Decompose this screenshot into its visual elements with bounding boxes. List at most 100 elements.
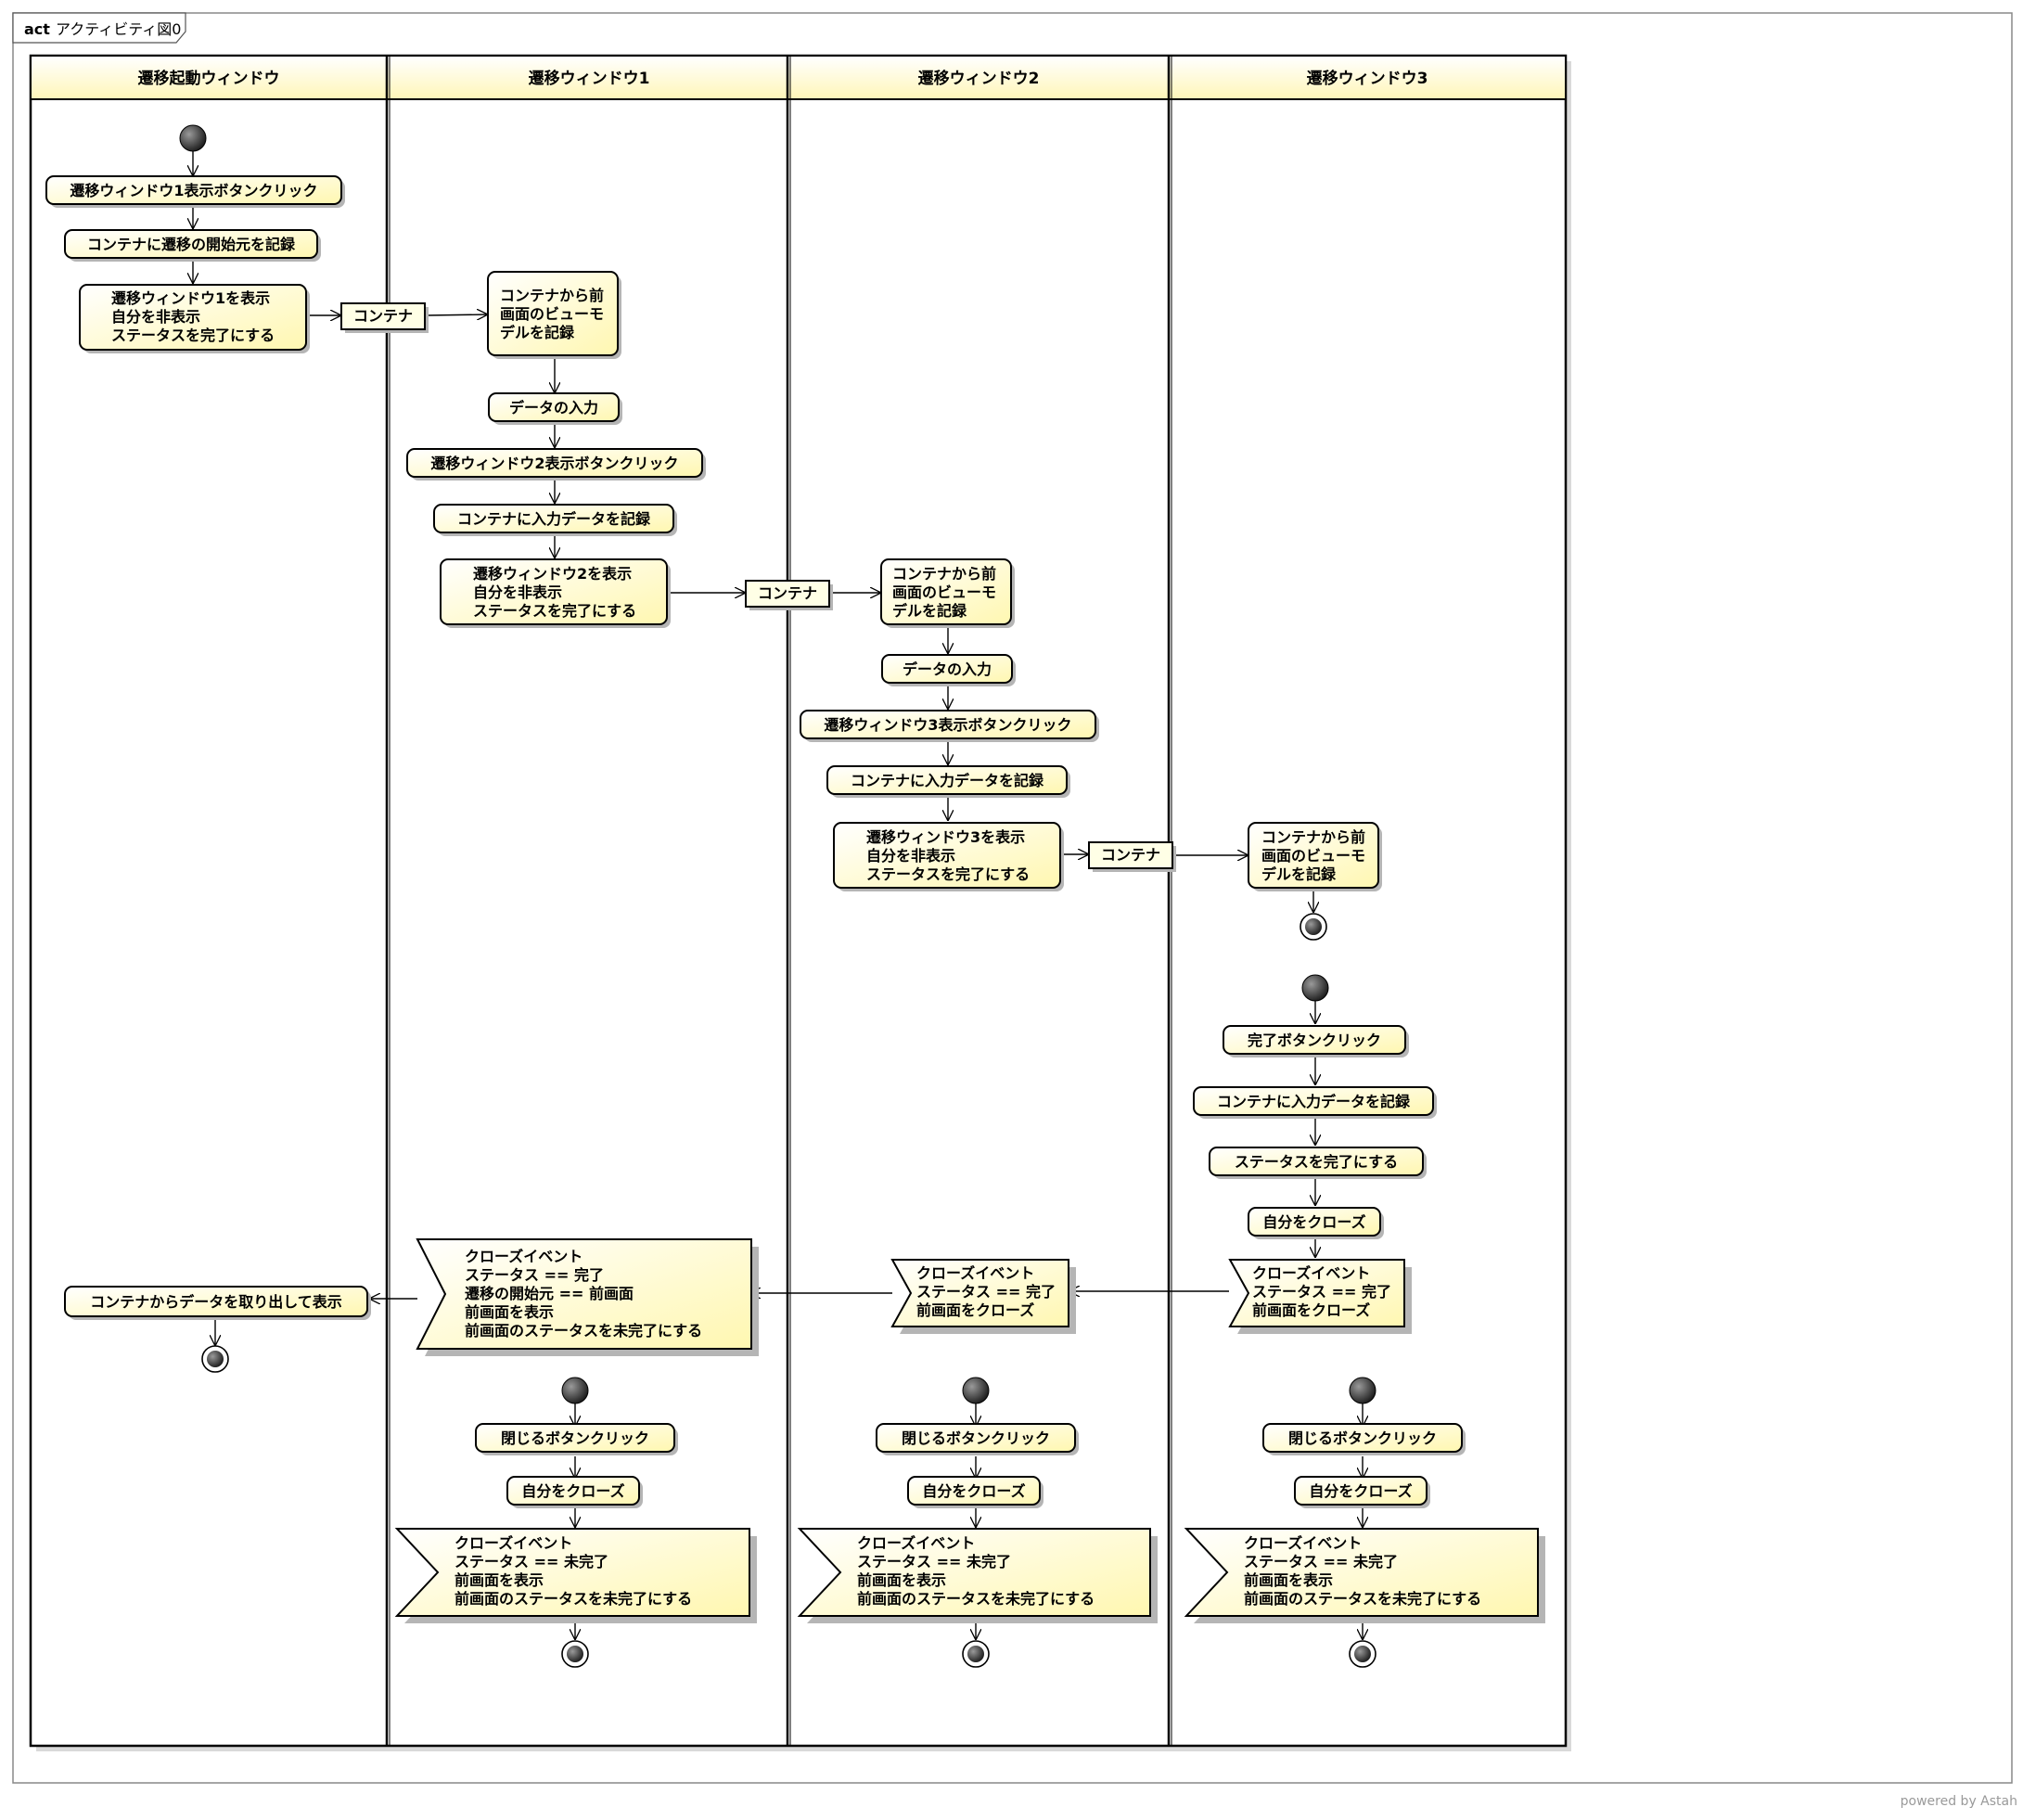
svg-text:画面のビューモ: 画面のビューモ — [500, 305, 604, 323]
frame-keyword: act — [24, 20, 50, 38]
object-nodes: コンテナ コンテナ コンテナ — [340, 302, 1176, 872]
svg-text:クローズイベント: クローズイベント — [455, 1534, 572, 1552]
signal-w1-accept-close: クローズイベント ステータス == 完了 遷移の開始元 == 前画面 前画面を表… — [416, 1238, 759, 1356]
lane-header-bg — [32, 57, 1565, 99]
svg-text:コンテナ: コンテナ — [1101, 846, 1160, 864]
action-w3-close-self-complete: 自分をクローズ — [1248, 1207, 1384, 1239]
svg-text:遷移ウィンドウ3を表示: 遷移ウィンドウ3を表示 — [866, 828, 1025, 846]
svg-text:コンテナ: コンテナ — [758, 584, 817, 602]
svg-text:コンテナから前: コンテナから前 — [1261, 828, 1365, 846]
object-container-1: コンテナ — [340, 302, 429, 333]
svg-text:画面のビューモ: 画面のビューモ — [1261, 847, 1365, 865]
action-w2-close-click: 閉じるボタンクリック — [876, 1423, 1079, 1455]
svg-text:クローズイベント: クローズイベント — [857, 1534, 975, 1552]
svg-text:ステータス == 完了: ステータス == 完了 — [465, 1266, 604, 1284]
signals: クローズイベント ステータス == 完了 前画面をクローズ クローズイベント ス… — [394, 1238, 1545, 1623]
final-node-window3-close — [1349, 1640, 1376, 1668]
action-w3-close-self: 自分をクローズ — [1294, 1476, 1430, 1508]
action-w1-show-window2: 遷移ウィンドウ2を表示 自分を非表示 ステータスを完了にする — [440, 558, 671, 628]
astah-credit: powered by Astah — [1900, 1794, 2017, 1809]
initial-node-window3-close — [1349, 1377, 1376, 1404]
final-node-window3-open — [1300, 913, 1327, 941]
signal-w3-close-event: クローズイベント ステータス == 完了 前画面をクローズ — [1228, 1259, 1412, 1334]
svg-text:クローズイベント: クローズイベント — [1252, 1264, 1370, 1282]
action-w3-done-click: 完了ボタンクリック — [1223, 1025, 1409, 1057]
svg-text:前画面のステータスを未完了にする: 前画面のステータスを未完了にする — [1244, 1590, 1481, 1608]
svg-text:前画面のステータスを未完了にする: 前画面のステータスを未完了にする — [857, 1590, 1095, 1608]
signal-w2-accept-close: クローズイベント ステータス == 完了 前画面をクローズ — [890, 1259, 1076, 1334]
lane-title-window3: 遷移ウィンドウ3 — [1307, 69, 1428, 88]
initial-node-launcher — [179, 124, 207, 152]
lane-title-window2: 遷移ウィンドウ2 — [918, 69, 1040, 88]
svg-text:ステータス == 完了: ステータス == 完了 — [916, 1283, 1056, 1301]
svg-text:デルを記録: デルを記録 — [1261, 865, 1337, 883]
action-record-origin: コンテナに遷移の開始元を記録 — [64, 229, 321, 262]
action-w3-close-click: 閉じるボタンクリック — [1262, 1423, 1466, 1455]
svg-text:遷移の開始元 == 前画面: 遷移の開始元 == 前画面 — [465, 1285, 634, 1302]
svg-text:コンテナ: コンテナ — [353, 307, 413, 325]
action-w1-show-window2-click: 遷移ウィンドウ2表示ボタンクリック — [406, 448, 706, 481]
svg-text:クローズイベント: クローズイベント — [916, 1264, 1034, 1282]
final-node-window2-close — [962, 1640, 990, 1668]
svg-text:コンテナに遷移の開始元を記録: コンテナに遷移の開始元を記録 — [87, 236, 296, 253]
control-flows — [193, 151, 1363, 1640]
svg-text:遷移ウィンドウ3表示ボタンクリック: 遷移ウィンドウ3表示ボタンクリック — [824, 716, 1071, 734]
svg-text:ステータス == 未完了: ステータス == 未完了 — [1244, 1553, 1398, 1570]
action-w1-close-self: 自分をクローズ — [506, 1476, 643, 1508]
svg-text:データの入力: データの入力 — [903, 660, 992, 678]
svg-text:自分をクローズ: 自分をクローズ — [1309, 1482, 1412, 1500]
svg-text:ステータス == 未完了: ステータス == 未完了 — [455, 1553, 608, 1570]
action-w2-record-input: コンテナに入力データを記録 — [826, 765, 1070, 798]
svg-text:自分をクローズ: 自分をクローズ — [922, 1482, 1025, 1500]
action-w3-set-status: ステータスを完了にする — [1209, 1147, 1427, 1179]
svg-text:コンテナから前: コンテナから前 — [500, 287, 604, 304]
svg-text:自分を非表示: 自分を非表示 — [866, 847, 955, 865]
svg-text:コンテナからデータを取り出して表示: コンテナからデータを取り出して表示 — [90, 1293, 342, 1311]
svg-text:ステータス == 未完了: ステータス == 未完了 — [857, 1553, 1011, 1570]
svg-text:遷移ウィンドウ1表示ボタンクリック: 遷移ウィンドウ1表示ボタンクリック — [70, 182, 317, 199]
svg-text:前画面を表示: 前画面を表示 — [857, 1571, 946, 1589]
object-container-3: コンテナ — [1088, 841, 1176, 872]
action-w2-input-data: データの入力 — [881, 654, 1016, 686]
actions: 遷移ウィンドウ1表示ボタンクリック コンテナに遷移の開始元を記録 遷移ウィンドウ… — [45, 175, 1466, 1508]
signal-w1-close-incomplete: クローズイベント ステータス == 未完了 前画面を表示 前画面のステータスを未… — [394, 1528, 757, 1623]
svg-text:画面のビューモ: 画面のビューモ — [892, 583, 996, 601]
svg-text:自分を非表示: 自分を非表示 — [111, 308, 200, 326]
action-w3-record-viewmodel: コンテナから前 画面のビューモ デルを記録 — [1248, 822, 1382, 891]
svg-text:閉じるボタンクリック: 閉じるボタンクリック — [1288, 1429, 1437, 1447]
lane-title-launcher: 遷移起動ウィンドウ — [138, 69, 280, 88]
svg-text:コンテナに入力データを記録: コンテナに入力データを記録 — [457, 510, 651, 528]
svg-text:ステータス == 完了: ステータス == 完了 — [1252, 1283, 1391, 1301]
svg-text:デルを記録: デルを記録 — [500, 324, 575, 341]
final-node-launcher — [201, 1345, 229, 1373]
action-w2-show-window3-click: 遷移ウィンドウ3表示ボタンクリック — [800, 710, 1099, 742]
final-node-window1-close — [561, 1640, 589, 1668]
action-show-window1-click: 遷移ウィンドウ1表示ボタンクリック — [45, 175, 345, 208]
svg-text:前画面のステータスを未完了にする: 前画面のステータスを未完了にする — [465, 1322, 702, 1339]
svg-text:デルを記録: デルを記録 — [892, 602, 967, 620]
action-w1-input-data: データの入力 — [488, 392, 622, 425]
svg-text:自分を非表示: 自分を非表示 — [473, 583, 562, 601]
svg-text:前画面をクローズ: 前画面をクローズ — [1252, 1301, 1370, 1319]
action-w2-show-window3: 遷移ウィンドウ3を表示 自分を非表示 ステータスを完了にする — [833, 822, 1064, 891]
action-w2-record-viewmodel: コンテナから前 画面のビューモ デルを記録 — [880, 558, 1015, 628]
frame-name: アクティビティ図0 — [56, 20, 181, 38]
action-display-result: コンテナからデータを取り出して表示 — [64, 1286, 371, 1320]
svg-text:自分をクローズ: 自分をクローズ — [521, 1482, 624, 1500]
svg-text:ステータスを完了にする: ステータスを完了にする — [111, 327, 275, 344]
svg-text:クローズイベント: クローズイベント — [465, 1248, 583, 1265]
svg-text:前画面を表示: 前画面を表示 — [465, 1303, 554, 1321]
svg-text:遷移ウィンドウ1を表示: 遷移ウィンドウ1を表示 — [111, 289, 270, 307]
svg-text:前画面をクローズ: 前画面をクローズ — [916, 1301, 1034, 1319]
action-w1-close-click: 閉じるボタンクリック — [475, 1423, 678, 1455]
svg-text:ステータスを完了にする: ステータスを完了にする — [473, 602, 636, 620]
svg-text:閉じるボタンクリック: 閉じるボタンクリック — [501, 1429, 649, 1447]
initial-node-window2-close — [962, 1377, 990, 1404]
initial-node-window3-complete — [1301, 974, 1329, 1002]
svg-text:ステータスを完了にする: ステータスを完了にする — [1235, 1153, 1398, 1171]
svg-text:前画面を表示: 前画面を表示 — [455, 1571, 544, 1589]
svg-text:コンテナに入力データを記録: コンテナに入力データを記録 — [851, 772, 1044, 789]
frame-label-box — [12, 12, 186, 44]
action-w1-record-input: コンテナに入力データを記録 — [433, 504, 677, 536]
